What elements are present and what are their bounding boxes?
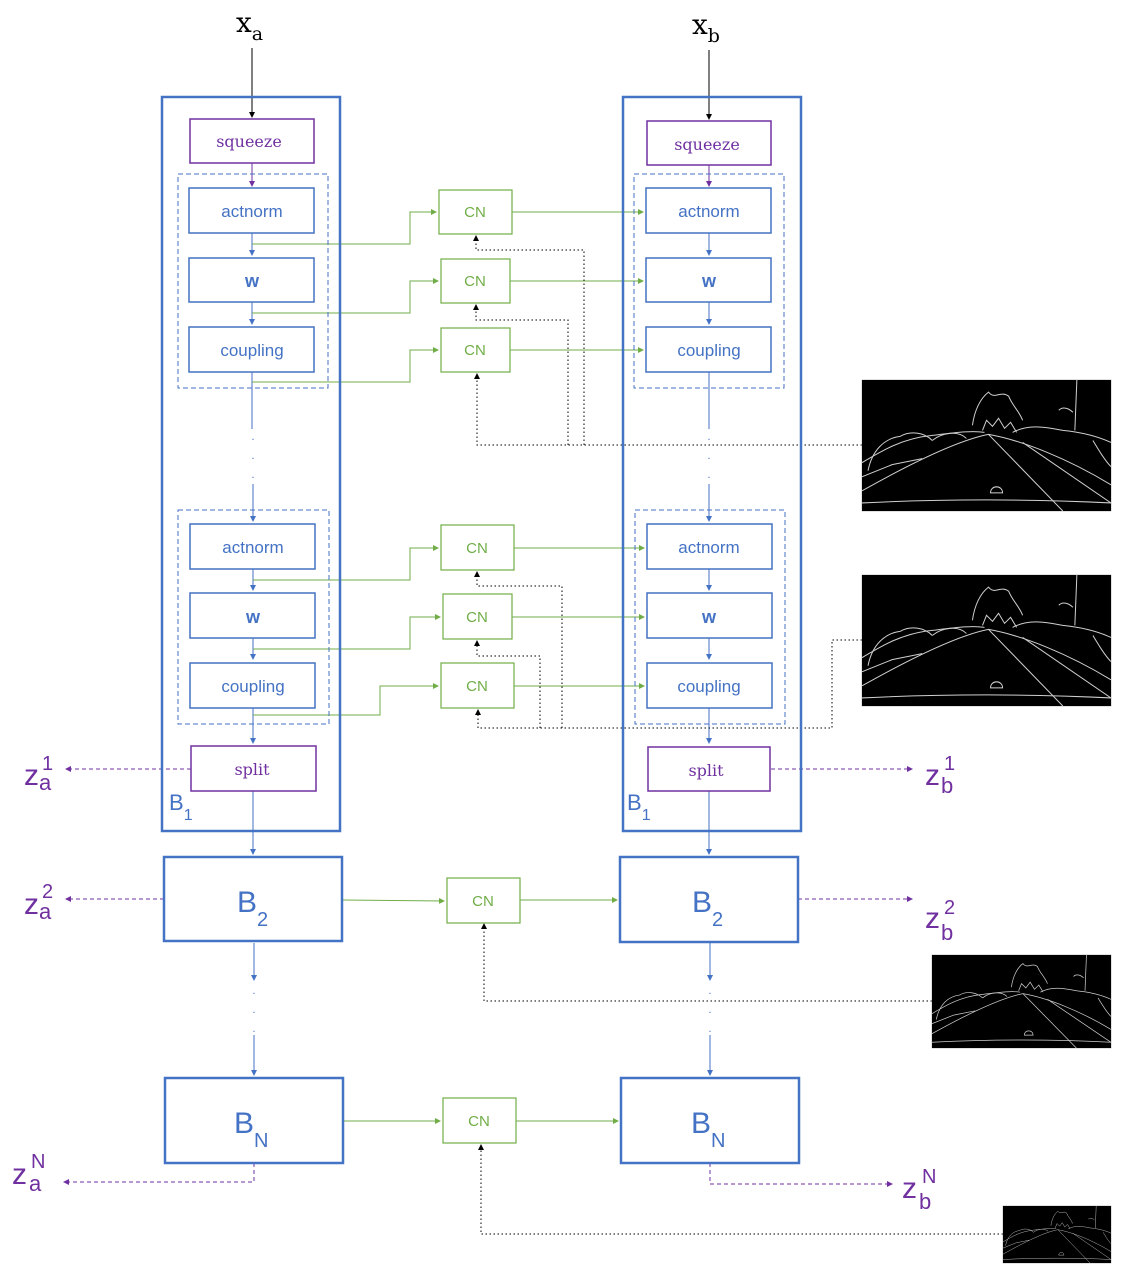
output-za1: za1 <box>24 753 53 795</box>
cn-node-6: CN <box>440 662 515 709</box>
cn-node-4: CN <box>440 524 515 571</box>
svg-text:CN: CN <box>464 204 486 221</box>
svg-text:BN: BN <box>234 1107 268 1152</box>
block-b1-b <box>621 95 803 833</box>
svg-text:w: w <box>244 271 260 291</box>
block-b1-a-label: B1 <box>169 790 193 824</box>
edge-map-image-3 <box>931 954 1112 1049</box>
output-zaN: zaN <box>12 1151 45 1196</box>
connections: · · · · · · · · · · · · <box>63 48 1003 1235</box>
block-bn-b: BN <box>619 1076 801 1165</box>
cn-node-bn: CN <box>442 1097 517 1144</box>
edge-map-image-4 <box>1002 1205 1112 1264</box>
block-b2-b: B2 <box>618 855 800 944</box>
output-zb2: zb2 <box>925 897 955 945</box>
svg-text:·: · <box>708 989 711 1000</box>
cn-node-5: CN <box>442 593 513 640</box>
block-b1-b-label: B1 <box>627 790 651 824</box>
split-node-a: split <box>190 745 317 792</box>
ellipsis-dots: · · · · · · · · · · · · <box>251 435 711 1038</box>
coupling-node-b-2: coupling <box>646 662 773 709</box>
svg-text:BN: BN <box>691 1107 725 1152</box>
svg-text:actnorm: actnorm <box>222 538 283 557</box>
w-node-b-2: w <box>646 592 773 639</box>
cn-node-2: CN <box>440 258 511 304</box>
cn-node-1: CN <box>438 189 513 235</box>
coupling-node-a-2: coupling <box>189 662 316 709</box>
svg-text:·: · <box>251 435 254 446</box>
w-node-a-1: w <box>188 257 315 303</box>
cn-node-3: CN <box>440 327 511 373</box>
svg-text:·: · <box>708 1008 711 1019</box>
output-za2: za2 <box>24 881 53 924</box>
actnorm-node-b-1: actnorm <box>645 187 772 234</box>
edge-map-image-2 <box>861 574 1112 707</box>
svg-text:·: · <box>251 473 254 484</box>
svg-text:CN: CN <box>466 540 488 557</box>
svg-text:coupling: coupling <box>677 677 740 696</box>
w-node-a-2: w <box>189 592 316 639</box>
condition-images <box>861 379 1112 1264</box>
coupling-node-b-1: coupling <box>645 326 772 373</box>
actnorm-node-a-2: actnorm <box>189 523 316 570</box>
svg-text:·: · <box>707 454 710 465</box>
latent-outputs: za1 zb1 za2 zb2 zaN zbN <box>12 753 955 1214</box>
edge-map-image-1 <box>861 379 1112 512</box>
flow-a-column: B1 squeeze actnorm w coupling actnorm w <box>160 95 345 1165</box>
svg-text:CN: CN <box>466 609 488 626</box>
block-b2-a: B2 <box>162 855 344 943</box>
svg-text:·: · <box>708 1027 711 1038</box>
svg-text:·: · <box>707 435 710 446</box>
block-bn-a: BN <box>163 1076 345 1165</box>
svg-text:CN: CN <box>466 678 488 695</box>
svg-text:CN: CN <box>464 273 486 290</box>
output-zb1: zb1 <box>925 753 955 798</box>
cn-nodes: CN CN CN CN CN CN CN CN <box>438 189 521 1144</box>
svg-text:split: split <box>234 760 270 779</box>
svg-text:·: · <box>252 1027 255 1038</box>
flow-step-group-a-1 <box>177 173 329 389</box>
squeeze-node-a: squeeze <box>189 118 315 164</box>
svg-text:w: w <box>701 271 717 291</box>
w-node-b-1: w <box>645 257 772 303</box>
svg-text:·: · <box>252 989 255 1000</box>
input-xb-label: xb <box>692 8 720 47</box>
svg-text:·: · <box>252 1008 255 1019</box>
flow-b-column: B1 squeeze actnorm w coupling actnorm w <box>618 95 803 1165</box>
svg-text:B2: B2 <box>692 886 723 931</box>
svg-text:CN: CN <box>468 1113 490 1130</box>
svg-text:squeeze: squeeze <box>674 135 740 154</box>
svg-text:B2: B2 <box>237 886 268 931</box>
svg-text:actnorm: actnorm <box>678 538 739 557</box>
svg-text:actnorm: actnorm <box>221 202 282 221</box>
flow-step-group-b-2 <box>634 509 786 725</box>
svg-text:CN: CN <box>472 893 494 910</box>
coupling-node-a-1: coupling <box>188 326 315 373</box>
svg-text:coupling: coupling <box>221 677 284 696</box>
svg-text:w: w <box>245 607 261 627</box>
svg-text:coupling: coupling <box>220 341 283 360</box>
actnorm-node-b-2: actnorm <box>646 523 773 570</box>
svg-text:·: · <box>707 473 710 484</box>
block-b1-a <box>160 95 342 833</box>
svg-text:coupling: coupling <box>677 341 740 360</box>
input-xa-label: xa <box>236 6 263 45</box>
cn-node-b2: CN <box>446 877 521 924</box>
actnorm-node-a-1: actnorm <box>188 187 315 234</box>
svg-text:CN: CN <box>464 342 486 359</box>
svg-text:·: · <box>251 454 254 465</box>
svg-text:w: w <box>701 607 717 627</box>
split-node-b: split <box>647 746 771 792</box>
squeeze-node-b: squeeze <box>646 120 772 166</box>
output-zbN: zbN <box>902 1166 936 1214</box>
svg-text:squeeze: squeeze <box>216 132 282 151</box>
flow-step-group-a-2 <box>177 509 330 725</box>
svg-text:actnorm: actnorm <box>678 202 739 221</box>
svg-text:split: split <box>688 761 724 780</box>
flow-step-group-b-1 <box>633 173 785 389</box>
